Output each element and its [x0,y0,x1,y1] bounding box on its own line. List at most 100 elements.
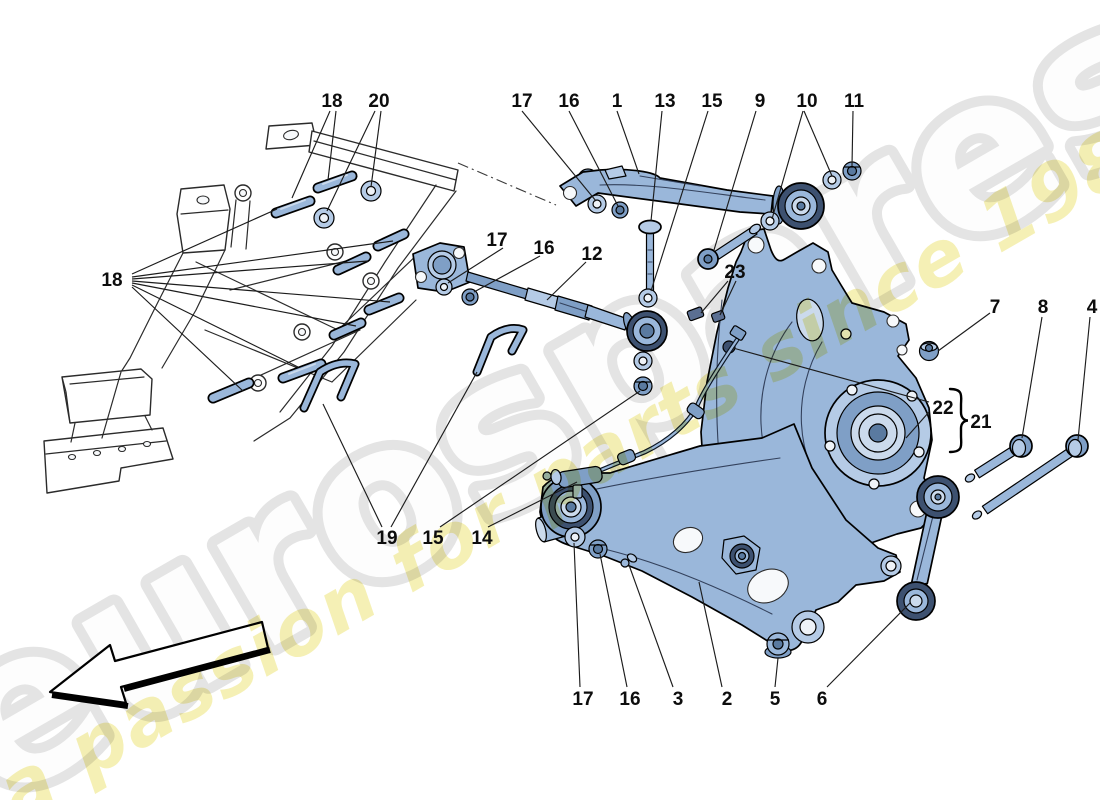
leader-line-18-left [131,284,299,368]
toe-link-assembly [896,475,960,621]
fork [299,358,360,413]
subframe-bosses [249,243,380,392]
callout-2[interactable]: 2 [722,689,733,710]
callout-4[interactable]: 4 [1087,297,1098,318]
subframe-top-rail [308,130,459,192]
nut [588,539,608,559]
centerline [457,162,557,206]
leader-line-17-track-rod [447,247,504,284]
callout-19[interactable]: 19 [376,528,397,549]
leader-line-17-lower-arm [573,542,581,688]
fork [472,324,528,377]
callout-16-upper-arm[interactable]: 16 [558,91,579,112]
nut [461,288,479,306]
leader-line-15-washer [650,110,709,292]
leader-line-18-left [131,280,391,303]
leader-line-19 [322,403,383,528]
leader-line-6 [826,602,911,688]
leader-line-22 [905,411,930,439]
stud [312,170,358,194]
leader-line-5 [774,657,779,688]
direction-arrow [48,620,271,709]
wire-grommet [686,402,705,420]
callout-21[interactable]: 21 [970,412,992,433]
assembly-bracket-21 [948,387,969,454]
callout-18-top[interactable]: 18 [321,91,342,112]
leader-line-14 [487,481,578,528]
wheel-bearing-hub [824,379,932,490]
bleed-screw [620,553,638,568]
knuckle-foot-bushing [721,535,761,575]
callout-17-track-rod[interactable]: 17 [486,230,507,251]
leader-line-7 [937,312,991,352]
callout-3[interactable]: 3 [673,689,684,710]
leader-line-18-top [327,110,337,181]
callout-16-lower-arm[interactable]: 16 [619,689,640,710]
callout-13[interactable]: 13 [654,91,675,112]
callout-1[interactable]: 1 [612,91,623,112]
callout-14[interactable]: 14 [471,528,493,549]
callout-15-washer[interactable]: 15 [701,91,723,112]
callout-22[interactable]: 22 [932,398,953,419]
upper-arm-bushing [772,182,825,230]
stud [277,358,327,384]
leader-line-18-left [131,260,369,280]
leader-line-10 [803,110,833,177]
leader-line-18-left [131,240,394,278]
subframe-base-plate [43,427,174,494]
nut-7 [918,340,940,362]
callout-17-lower-arm[interactable]: 17 [572,689,593,710]
nut [611,201,629,219]
washer-15 [638,288,658,308]
brake-union-14 [542,465,603,499]
retaining-forks [299,324,528,413]
upper-arm-assembly [559,161,862,308]
leader-line-23 [719,280,737,316]
leader-line-12 [546,261,587,301]
leader-line-17-upper-arm [521,110,597,202]
bolt-13 [638,219,662,294]
callout-23[interactable]: 23 [724,262,745,283]
wire-clips [686,306,726,323]
callout-15-nut[interactable]: 15 [422,528,444,549]
callout-16-track-rod[interactable]: 16 [533,238,554,259]
leader-line-18-top [291,110,331,199]
leader-line-3 [628,564,674,688]
leader-line-1 [616,110,640,175]
leader-line-16-lower-arm [599,553,628,688]
callout-10[interactable]: 10 [796,91,817,112]
leader-line-4 [1077,316,1091,441]
leader-line-2 [698,581,723,688]
wire-grommet [617,449,637,466]
leader-line-18-left [131,208,278,275]
bolt-9 [697,223,762,270]
callout-7[interactable]: 7 [990,297,1001,318]
washer [760,211,780,231]
nut-15 [633,376,653,396]
washer [587,194,607,214]
leader-line-18-left [131,282,357,327]
callout-12[interactable]: 12 [581,244,602,265]
callout-8[interactable]: 8 [1038,297,1049,318]
callout-9[interactable]: 9 [755,91,766,112]
leader-line-13 [650,110,663,222]
track-rod-bushing [622,310,668,352]
callout-20[interactable]: 20 [368,91,389,112]
callout-18-left[interactable]: 18 [101,270,122,291]
chassis-subframe [43,122,459,494]
leader-line-16-upper-arm [568,110,619,207]
leader-line-9 [713,110,757,251]
callout-11[interactable]: 11 [844,91,865,112]
callout-17-upper-arm[interactable]: 17 [511,91,532,112]
stud [270,195,316,219]
callout-6[interactable]: 6 [817,689,828,710]
leader-line-20 [326,110,376,212]
leader-line-10 [771,110,804,220]
stud [328,317,367,341]
callout-5[interactable]: 5 [770,689,781,710]
stud [207,377,255,404]
bolt-4 [971,434,1089,520]
